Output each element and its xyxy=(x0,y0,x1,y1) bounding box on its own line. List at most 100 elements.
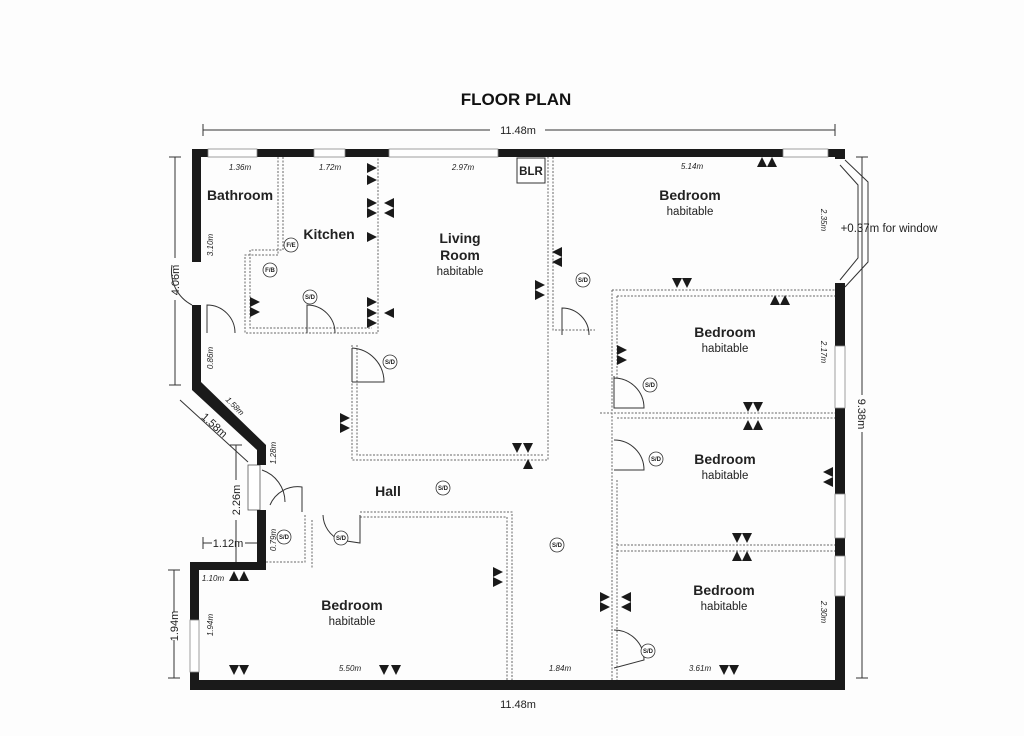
socket-marker-icon xyxy=(229,571,239,581)
svg-text:1.28m: 1.28m xyxy=(269,442,278,465)
svg-text:11.48m: 11.48m xyxy=(500,125,536,137)
svg-text:F/E: F/E xyxy=(286,243,295,249)
socket-marker-icon xyxy=(367,198,377,208)
socket-marker-icon xyxy=(250,297,260,307)
smoke-detector-icon: S/D xyxy=(333,530,349,546)
svg-text:1.12m: 1.12m xyxy=(213,538,244,550)
svg-text:habitable: habitable xyxy=(667,206,714,218)
svg-text:5.14m: 5.14m xyxy=(681,162,704,171)
dimension-bottom: 11.48m xyxy=(500,699,536,711)
svg-text:1.36m: 1.36m xyxy=(229,163,252,172)
socket-marker-icon xyxy=(340,413,350,423)
kitchen-label: Kitchen xyxy=(303,226,354,242)
room-labels: Bathroom Kitchen Living Room habitable B… xyxy=(207,187,938,628)
svg-text:4.06m: 4.06m xyxy=(170,265,182,296)
socket-marker-icon xyxy=(367,163,377,173)
smoke-detector-icon: S/D xyxy=(549,537,565,553)
socket-marker-icon xyxy=(229,665,239,675)
svg-text:habitable: habitable xyxy=(701,601,748,613)
socket-marker-icon xyxy=(742,533,752,543)
socket-marker-icon xyxy=(367,175,377,185)
socket-marker-icon xyxy=(719,665,729,675)
socket-marker-icon xyxy=(523,459,533,469)
safety-symbols: F/E F/B S/D S/D S/D S/D S/D S/D S/D S/D … xyxy=(262,237,664,659)
smoke-detector-icon: S/D xyxy=(575,272,591,288)
svg-text:1.94m: 1.94m xyxy=(206,614,215,637)
socket-marker-icon xyxy=(384,208,394,218)
svg-text:9.38m: 9.38m xyxy=(855,399,867,430)
svg-text:S/D: S/D xyxy=(336,536,347,542)
smoke-detector-icon: S/D xyxy=(640,643,656,659)
svg-text:3.61m: 3.61m xyxy=(689,664,712,673)
svg-text:S/D: S/D xyxy=(385,360,396,366)
smoke-detector-icon: S/D xyxy=(648,451,664,467)
svg-text:1.94m: 1.94m xyxy=(169,611,181,642)
svg-text:2.26m: 2.26m xyxy=(231,485,243,516)
smoke-detector-icon: S/D xyxy=(382,354,398,370)
svg-text:3.10m: 3.10m xyxy=(206,234,215,257)
socket-marker-icon xyxy=(753,420,763,430)
socket-marker-icon xyxy=(621,602,631,612)
smoke-detector-icon: S/D xyxy=(302,289,318,305)
hall-label: Hall xyxy=(375,483,401,499)
boiler-label: BLR xyxy=(519,166,543,178)
socket-marker-icon xyxy=(239,571,249,581)
socket-marker-icon xyxy=(682,278,692,288)
socket-marker-icon xyxy=(384,308,394,318)
dimension-entrance: 2.26m 1.12m xyxy=(202,444,257,562)
bedroom-2-label: Bedroom xyxy=(694,324,755,340)
svg-text:habitable: habitable xyxy=(437,266,484,278)
socket-marker-icon xyxy=(823,467,833,477)
svg-text:2.17m: 2.17m xyxy=(819,340,828,364)
socket-marker-icon xyxy=(250,307,260,317)
socket-marker-icon xyxy=(493,577,503,587)
bedroom-3-label: Bedroom xyxy=(694,451,755,467)
svg-text:2.97m: 2.97m xyxy=(451,163,475,172)
socket-marker-icon xyxy=(770,295,780,305)
svg-text:Room: Room xyxy=(440,247,480,263)
socket-marker-icon xyxy=(743,420,753,430)
socket-marker-icon xyxy=(535,290,545,300)
socket-marker-icon xyxy=(600,592,610,602)
living-room-label: Living xyxy=(439,230,480,246)
svg-text:S/D: S/D xyxy=(578,278,589,284)
svg-text:5.50m: 5.50m xyxy=(339,664,362,673)
boiler-box xyxy=(516,157,546,184)
socket-marker-icon xyxy=(617,345,627,355)
svg-text:1.10m: 1.10m xyxy=(202,574,225,583)
interior-partitions: BLR xyxy=(244,157,835,680)
svg-text:2.35m: 2.35m xyxy=(819,208,828,232)
windows xyxy=(189,148,869,673)
socket-marker-icon xyxy=(391,665,401,675)
dimension-left-upper: 4.06m xyxy=(169,156,182,386)
svg-text:1.84m: 1.84m xyxy=(549,664,572,673)
svg-text:2.30m: 2.30m xyxy=(819,600,828,624)
svg-text:S/D: S/D xyxy=(438,486,449,492)
svg-text:S/D: S/D xyxy=(305,295,316,301)
svg-text:0.86m: 0.86m xyxy=(206,347,215,370)
socket-marker-icon xyxy=(384,198,394,208)
svg-text:S/D: S/D xyxy=(651,457,662,463)
socket-marker-icon xyxy=(617,355,627,365)
bathroom-label: Bathroom xyxy=(207,187,273,203)
dimension-top: 11.48m xyxy=(202,124,836,137)
socket-marker-icon xyxy=(823,477,833,487)
socket-marker-icon xyxy=(757,157,767,167)
socket-marker-icon xyxy=(367,208,377,218)
socket-marker-icon xyxy=(767,157,777,167)
svg-text:1.72m: 1.72m xyxy=(319,163,342,172)
dimension-left-lower: 1.94m xyxy=(168,569,181,679)
plan-title: FLOOR PLAN xyxy=(461,90,572,109)
socket-marker-icon xyxy=(732,533,742,543)
socket-marker-icon xyxy=(379,665,389,675)
socket-marker-icon xyxy=(729,665,739,675)
socket-marker-icon xyxy=(621,592,631,602)
svg-text:11.48m: 11.48m xyxy=(500,699,536,711)
svg-text:S/D: S/D xyxy=(643,649,654,655)
room-dimensions: 1.36m 1.72m 2.97m 5.14m 3.10m 0.86m 1.58… xyxy=(202,162,828,673)
svg-text:0.79m: 0.79m xyxy=(269,529,278,552)
socket-marker-icon xyxy=(493,567,503,577)
svg-text:S/D: S/D xyxy=(645,383,656,389)
socket-marker-icon xyxy=(367,297,377,307)
